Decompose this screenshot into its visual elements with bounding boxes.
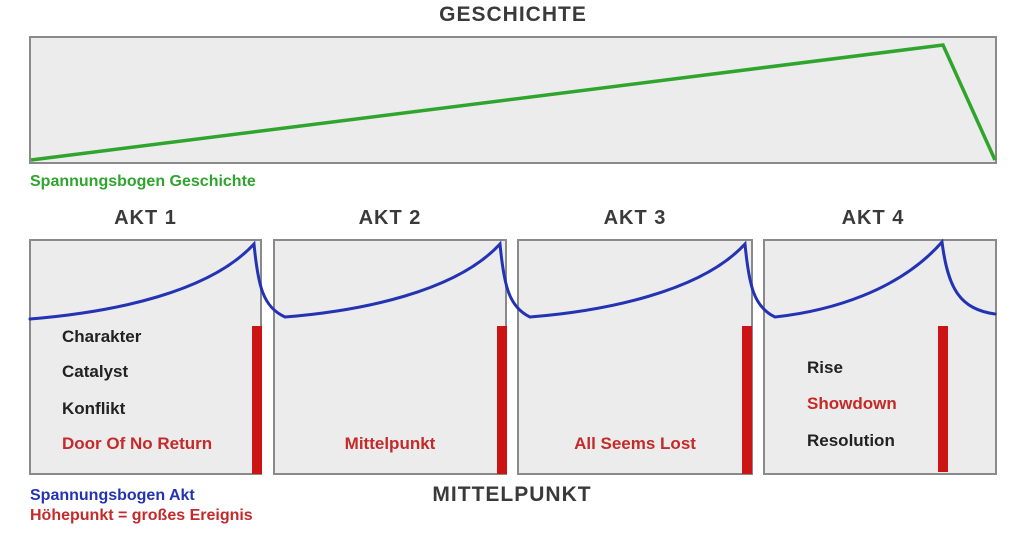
act3-item-all-seems-lost: All Seems Lost (574, 434, 696, 453)
act4-header: AKT 4 (841, 207, 905, 229)
climax-legend: Höhepunkt = großes Ereignis (30, 507, 253, 524)
act4-item-rise: Rise (807, 358, 843, 377)
story-arc-box (29, 36, 997, 164)
act-arc-legend: Spannungsbogen Akt (30, 487, 195, 504)
story-arc-legend: Spannungsbogen Geschichte (30, 173, 256, 190)
act1-item-door-of-no-return: Door Of No Return (62, 434, 213, 453)
act1-item-konflikt: Konflikt (62, 399, 126, 418)
page-title: GESCHICHTE (439, 3, 587, 26)
act2-item-mittelpunkt: Mittelpunkt (344, 434, 436, 453)
act3-header: AKT 3 (603, 207, 667, 229)
act1-item-catalyst: Catalyst (62, 362, 129, 381)
act4-item-showdown: Showdown (807, 394, 897, 413)
bottom-title: MITTELPUNKT (432, 483, 592, 506)
act4-item-resolution: Resolution (807, 431, 895, 450)
act2-header: AKT 2 (358, 207, 422, 229)
act1-header: AKT 1 (114, 207, 177, 229)
act1-item-charakter: Charakter (62, 327, 142, 346)
